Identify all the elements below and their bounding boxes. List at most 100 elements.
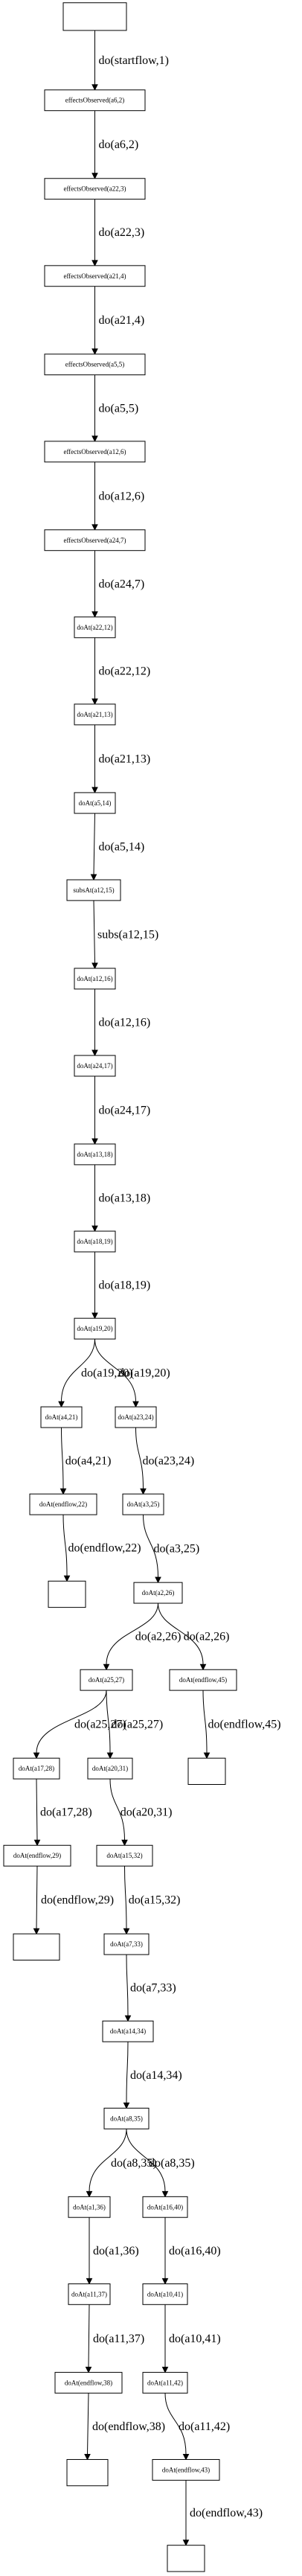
edge-arrowhead: [91, 173, 98, 179]
nodes-layer: effectsObserved(a6,2)effectsObserved(a22…: [3, 2, 237, 2572]
edge-label: do(a19,20): [81, 1367, 133, 1380]
node-doat-4-21: doAt(a4,21): [40, 1406, 83, 1428]
node-box: [74, 1230, 116, 1253]
edge-label: do(a20,31): [121, 1806, 173, 1819]
edge-arrowhead: [121, 1839, 128, 1847]
edge-doat-endflow-22-to-end-22: do(endflow,22): [62, 1515, 141, 1582]
node-box: [169, 1669, 237, 1691]
edge-line: [94, 1339, 136, 1402]
node-doat-15-32: doAt(a15,32): [96, 1844, 153, 1867]
node-box: [74, 1317, 116, 1340]
node-doat-endflow-45: doAt(endflow,45): [169, 1669, 237, 1691]
node-label: subsAt(a12,15): [73, 886, 114, 894]
edge-arrowhead: [91, 84, 98, 91]
edge-doat-19-20-to-doat-23-24: do(a19,20): [94, 1339, 170, 1408]
node-doat-12-16: doAt(a12,16): [74, 968, 116, 990]
node-label: doAt(a20,31): [92, 1765, 128, 1772]
edge-label: do(a7,33): [130, 1982, 176, 1995]
node-effectsobserved-a12-6: effectsObserved(a12,6): [44, 441, 146, 463]
edge-label: do(startflow,1): [99, 54, 170, 67]
node-box: [103, 1933, 150, 1955]
edge-label: do(a14,34): [130, 2069, 182, 2082]
node-box: [44, 354, 146, 376]
edge-label: do(endflow,45): [208, 1719, 281, 1731]
node-box: [66, 879, 121, 901]
edge-doat-2-26-to-doat-endflow-45: do(a2,26): [158, 1603, 230, 1671]
node-box: [133, 1582, 183, 1604]
node-box: [68, 2196, 111, 2218]
edge-effectsobserved-a6-2-to-effectsobserved-a22-3: do(a6,2): [91, 110, 139, 179]
node-box: [74, 792, 116, 814]
node-box: [29, 1493, 97, 1515]
node-box: [80, 1669, 133, 1691]
edge-arrowhead: [91, 787, 98, 794]
edge-line: [61, 1427, 64, 1489]
node-box: [44, 89, 146, 112]
node-label: doAt(a11,37): [71, 2290, 107, 2298]
edge-arrowhead: [106, 1752, 114, 1760]
edge-label: do(a6,2): [99, 138, 139, 151]
node-label: doAt(endflow,22): [39, 1500, 87, 1508]
edge-line: [61, 1339, 95, 1402]
node-label: doAt(endflow,29): [13, 1852, 61, 1859]
edge-line: [106, 1603, 158, 1665]
node-label: effectsObserved(a6,2): [65, 97, 125, 104]
edge-label: do(a13,18): [99, 1192, 151, 1204]
node-box: [167, 2545, 205, 2572]
node-label: effectsObserved(a24,7): [63, 537, 126, 544]
edge-line: [93, 813, 95, 875]
edge-doat-20-31-to-doat-15-32: do(a20,31): [109, 1779, 173, 1847]
node-box: [103, 2107, 150, 2129]
node-box: [68, 2283, 111, 2305]
node-box: [74, 968, 116, 990]
node-label: doAt(a18,19): [77, 1238, 112, 1245]
edge-line: [135, 1427, 144, 1489]
node-start: [62, 2, 127, 31]
edge-line: [109, 1779, 125, 1841]
edge-doat-19-20-to-doat-4-21: do(a19,20): [58, 1339, 133, 1408]
node-doat-11-42: doAt(a11,42): [142, 2371, 188, 2394]
edge-arrowhead: [203, 1752, 211, 1760]
edge-label: do(a4,21): [65, 1455, 112, 1468]
edge-arrowhead: [33, 1839, 41, 1847]
node-doat-5-14: doAt(a5,14): [74, 792, 116, 814]
edge-doat-11-42-to-doat-endflow-43: do(a11,42): [164, 2393, 230, 2461]
node-label: effectsObserved(a21,4): [63, 272, 126, 280]
node-doat-24-17: doAt(a24,17): [74, 1055, 116, 1077]
edge-arrowhead: [90, 874, 97, 881]
edge-arrowhead: [103, 1663, 110, 1671]
edge-label: do(a2,26): [184, 1631, 230, 1643]
edge-doat-endflow-38-to-end-38: do(endflow,38): [84, 2393, 165, 2461]
edge-doat-1-36-to-doat-11-37: do(a1,36): [86, 2217, 139, 2285]
edge-label: do(a15,32): [129, 1894, 181, 1907]
node-box: [44, 178, 146, 200]
edge-doat-11-37-to-doat-endflow-38: do(a11,37): [85, 2304, 144, 2374]
edge-effectsobserved-a12-6-to-effectsobserved-a24-7: do(a12,6): [91, 461, 144, 531]
node-box: [87, 1757, 133, 1780]
edge-doat-21-13-to-doat-5-14: do(a21,13): [91, 724, 150, 794]
edge-arrowhead: [85, 2366, 92, 2374]
node-label: doAt(a16,40): [147, 2203, 183, 2211]
node-label: doAt(a12,16): [77, 975, 112, 982]
edge-label: subs(a12,15): [97, 928, 158, 941]
node-doat-3-25: doAt(a3,25): [122, 1493, 164, 1515]
node-label: doAt(a11,42): [147, 2379, 183, 2386]
node-subsat-12-15: subsAt(a12,15): [66, 879, 121, 901]
edge-arrowhead: [91, 962, 98, 970]
node-box: [74, 616, 116, 639]
edge-arrowhead: [123, 1928, 130, 1935]
node-box: [66, 2458, 109, 2487]
edge-doat-25-27-to-doat-17-28: do(a25,27): [33, 1690, 126, 1760]
edge-line: [93, 900, 95, 963]
node-label: doAt(a3,25): [127, 1500, 160, 1508]
node-end-22: [48, 1580, 86, 1608]
node-label: doAt(endflow,45): [179, 1676, 227, 1684]
edge-label: do(a24,7): [99, 578, 145, 590]
edge-label: do(a25,27): [74, 1719, 126, 1731]
edge-line: [124, 1866, 127, 1929]
node-doat-8-35: doAt(a8,35): [103, 2107, 150, 2129]
edge-label: do(a22,12): [99, 665, 151, 677]
edge-line: [106, 1690, 111, 1754]
node-label: doAt(a14,34): [110, 2027, 146, 2035]
edge-arrowhead: [199, 1663, 207, 1671]
